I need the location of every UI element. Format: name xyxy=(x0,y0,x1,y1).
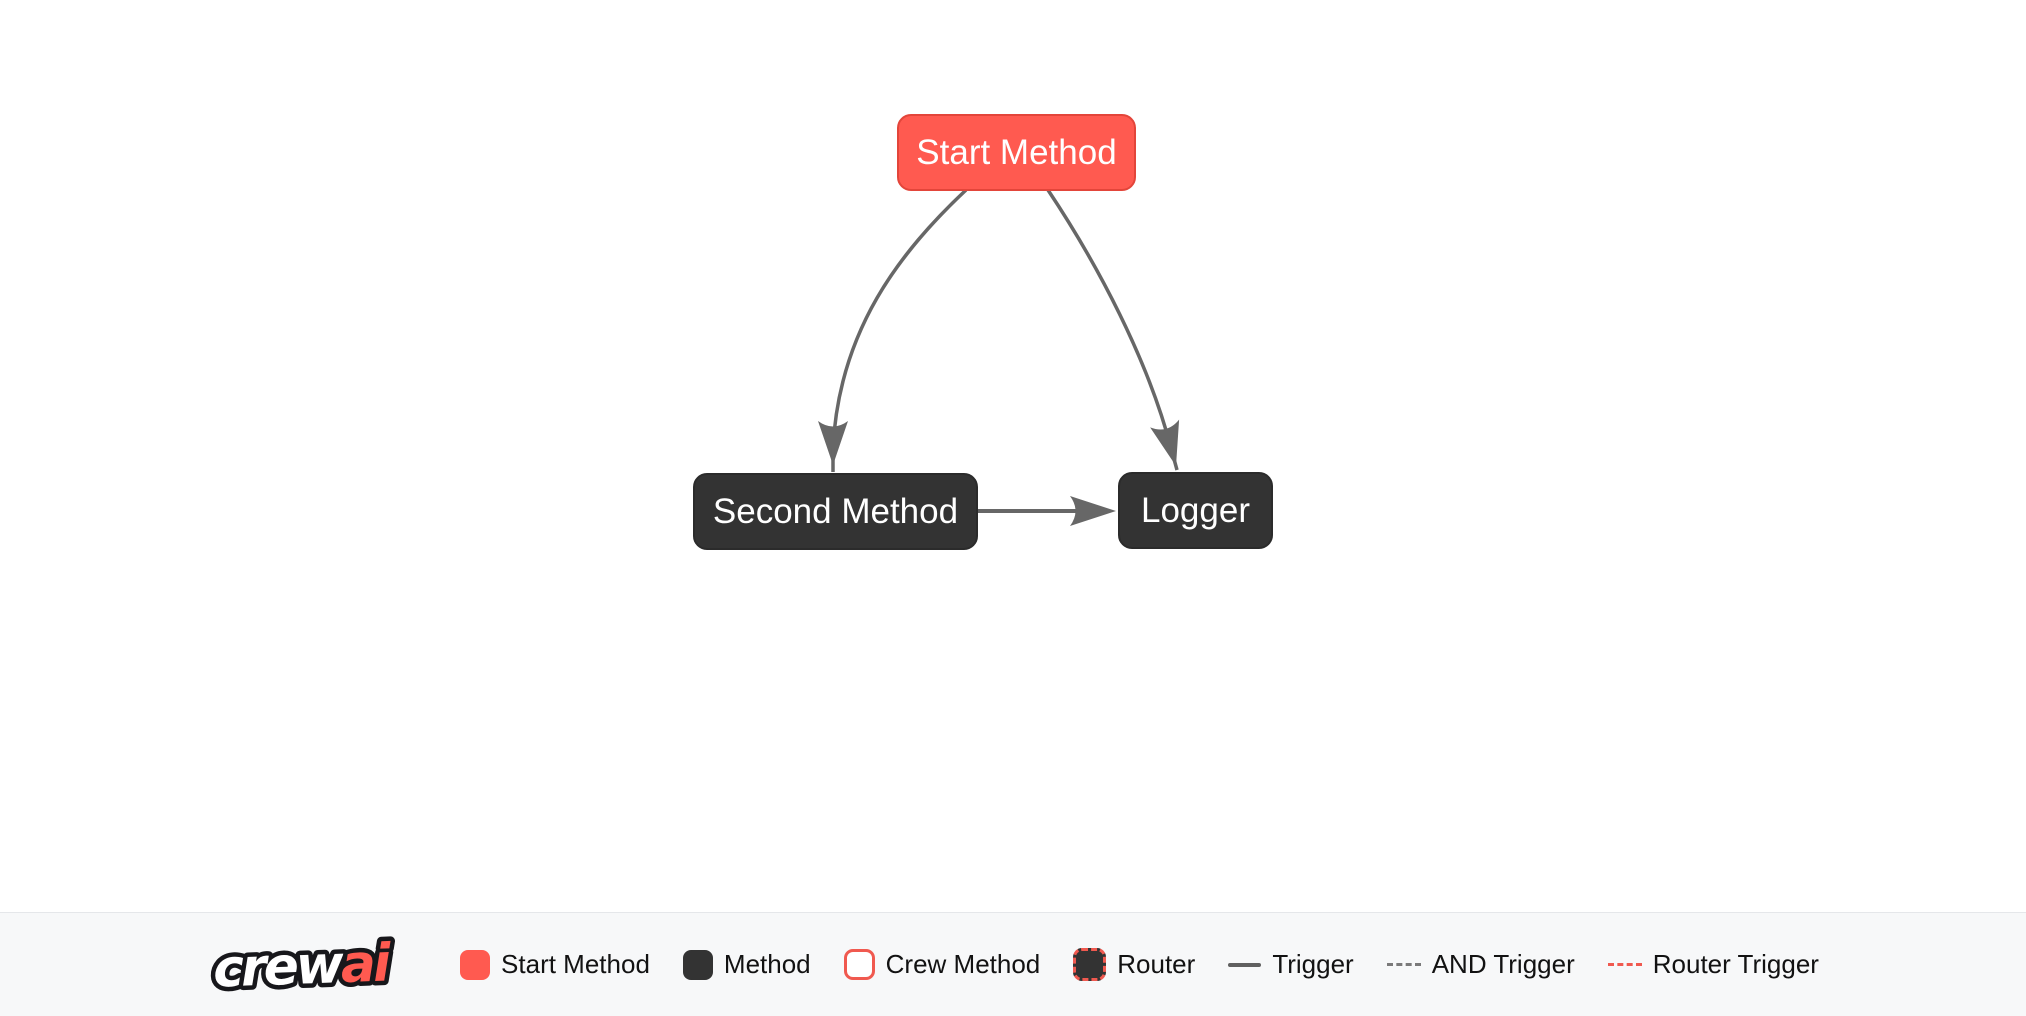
legend-item-router: Router xyxy=(1073,948,1195,981)
legend-label: Router xyxy=(1117,949,1196,979)
method-swatch xyxy=(682,949,713,980)
legend-label: Crew Method xyxy=(885,949,1041,979)
legend-label: Method xyxy=(723,949,811,979)
router-trigger-line-swatch xyxy=(1607,963,1642,966)
legend-item-method: Method xyxy=(682,949,811,980)
legend-bar: crewai Start Method Method Crew Method R… xyxy=(0,912,2026,1016)
legend-item-router-trigger: Router Trigger xyxy=(1607,949,1819,980)
edge-start-to-logger xyxy=(1046,189,1180,471)
crewai-logo: crewai xyxy=(207,930,427,1000)
arrowhead xyxy=(818,421,848,465)
arrowhead xyxy=(1150,419,1180,466)
node-start-method[interactable]: Start Method xyxy=(897,114,1136,191)
start-method-swatch xyxy=(460,949,491,980)
legend-item-start-method: Start Method xyxy=(460,949,650,980)
legend-label: Start Method xyxy=(501,949,650,979)
crew-method-swatch xyxy=(843,949,875,980)
node-label: Second Method xyxy=(712,492,959,531)
crewai-logo-image: crewai xyxy=(208,930,398,1000)
svg-text:crewai: crewai xyxy=(212,933,393,999)
node-second-method[interactable]: Second Method xyxy=(693,473,978,550)
edge-start-to-second xyxy=(818,188,968,472)
legend-label: Trigger xyxy=(1272,949,1354,979)
arrowhead xyxy=(1070,496,1116,526)
node-label: Start Method xyxy=(916,133,1117,172)
trigger-line-swatch xyxy=(1228,962,1262,967)
legend-label: AND Trigger xyxy=(1431,949,1575,979)
edge-second-to-logger xyxy=(978,496,1116,526)
and-trigger-line-swatch xyxy=(1386,963,1421,966)
legend-item-trigger: Trigger xyxy=(1228,949,1354,980)
node-logger[interactable]: Logger xyxy=(1118,472,1273,549)
legend-item-crew-method: Crew Method xyxy=(843,949,1041,980)
node-label: Logger xyxy=(1141,491,1250,530)
router-swatch xyxy=(1073,948,1107,981)
flow-canvas[interactable]: Start Method Second Method Logger xyxy=(0,0,2026,912)
legend-item-and-trigger: AND Trigger xyxy=(1386,949,1575,980)
legend-label: Router Trigger xyxy=(1652,949,1819,979)
